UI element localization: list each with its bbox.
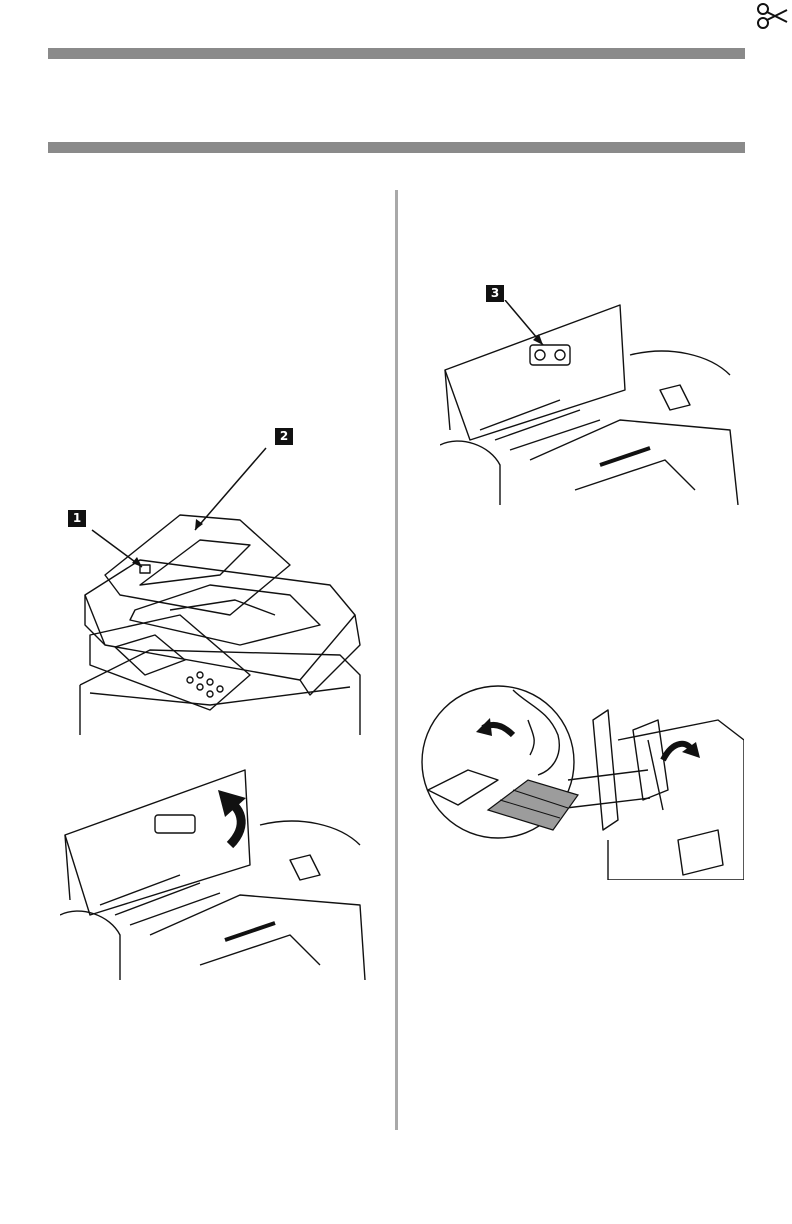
- column-divider: [395, 190, 398, 1130]
- header-rule-top: [48, 48, 745, 59]
- mfp-printer-icon: [60, 425, 380, 735]
- printer-overview-figure: [60, 425, 380, 735]
- callout-2: 2: [275, 428, 293, 445]
- adf-open-figure: [60, 765, 370, 980]
- remove-paper-figure: [418, 680, 744, 880]
- scissors-icon: [755, 2, 789, 30]
- header-rule-bottom: [48, 142, 745, 153]
- callout-3: 3: [486, 285, 504, 302]
- adf-roller-icon: [440, 300, 740, 505]
- callout-1: 1: [68, 510, 86, 527]
- roller-location-figure: [440, 300, 740, 505]
- remove-jammed-paper-icon: [418, 680, 744, 880]
- adf-cover-open-icon: [60, 765, 370, 980]
